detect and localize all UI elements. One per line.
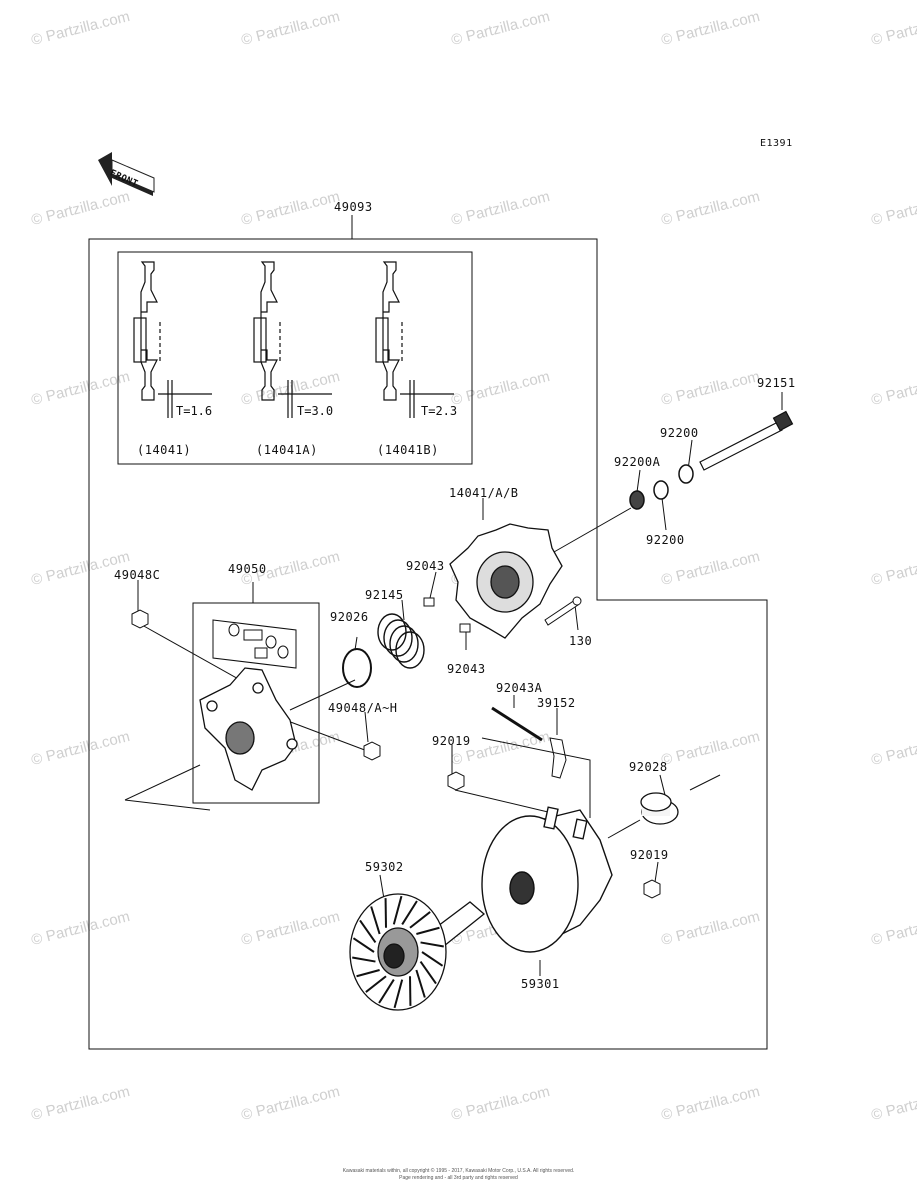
part-label-92151[interactable]: 92151 <box>757 376 796 390</box>
ramp-profile <box>382 261 400 401</box>
front-arrow-icon <box>98 152 155 196</box>
diagram-code: E1391 <box>760 138 793 149</box>
part-label-92043[interactable]: 92043 <box>406 559 445 573</box>
weight-39152 <box>549 737 567 779</box>
spring-92145 <box>377 613 425 669</box>
part-label-92019-right[interactable]: 92019 <box>630 848 669 862</box>
sub-assembly-box-49050 <box>192 602 320 804</box>
sheave-59301 <box>481 806 613 953</box>
part-label-92028[interactable]: 92028 <box>629 760 668 774</box>
bushing-92028 <box>640 792 679 825</box>
thickness-3-code: (14041B) <box>377 443 439 457</box>
part-label-49048C[interactable]: 49048C <box>114 568 161 582</box>
part-label-49093: 49093 <box>334 200 373 214</box>
assembly-outline <box>88 238 768 1050</box>
washer-92200 <box>678 464 694 484</box>
part-label-14041[interactable]: 14041/A/B <box>449 486 519 500</box>
bolt-92151 <box>699 410 794 471</box>
pin-92043-2 <box>459 623 471 633</box>
rod-92043A <box>491 706 543 742</box>
pin-92043 <box>423 597 435 607</box>
part-label-39152[interactable]: 39152 <box>537 696 576 710</box>
thickness-1-value: T=1.6 <box>176 404 213 418</box>
thickness-2-value: T=3.0 <box>297 404 334 418</box>
washer-92200A <box>629 490 645 510</box>
part-label-130[interactable]: 130 <box>569 634 593 648</box>
part-label-92200[interactable]: 92200 <box>660 426 699 440</box>
bolt-130 <box>544 596 582 626</box>
washer-92200-2 <box>653 480 669 500</box>
ramp-profile <box>260 261 278 401</box>
nut-49048 <box>363 741 381 761</box>
part-label-49050[interactable]: 49050 <box>228 562 267 576</box>
part-label-92019[interactable]: 92019 <box>432 734 471 748</box>
ring-92026 <box>342 648 372 688</box>
thickness-2-code: (14041A) <box>256 443 318 457</box>
spider-14041 <box>449 523 563 639</box>
thickness-3-value: T=2.3 <box>421 404 458 418</box>
part-label-92200A[interactable]: 92200A <box>614 455 661 469</box>
part-label-49048[interactable]: 49048/A~H <box>328 701 398 715</box>
nut-92019 <box>447 771 465 791</box>
part-label-92145[interactable]: 92145 <box>365 588 404 602</box>
footer-copyright: Kawasaki materials within, all copyright… <box>342 1168 575 1174</box>
part-label-92200-lower[interactable]: 92200 <box>646 533 685 547</box>
part-label-92043-lower[interactable]: 92043 <box>447 662 486 676</box>
movable-arm-49050 <box>199 667 298 791</box>
thickness-1-code: (14041) <box>137 443 192 457</box>
sheave-59302 <box>349 893 486 1011</box>
sub-parts-frame <box>212 619 297 669</box>
ramp-profile <box>140 261 158 401</box>
nut-92019-2 <box>643 879 661 899</box>
thickness-detail-box <box>117 251 473 465</box>
part-label-59302[interactable]: 59302 <box>365 860 404 874</box>
nut-49048C <box>131 609 149 629</box>
part-label-92043A[interactable]: 92043A <box>496 681 543 695</box>
part-label-92026[interactable]: 92026 <box>330 610 369 624</box>
part-label-59301[interactable]: 59301 <box>521 977 560 991</box>
footer-rights: Page rendering and - all 3rd party and r… <box>399 1175 518 1181</box>
